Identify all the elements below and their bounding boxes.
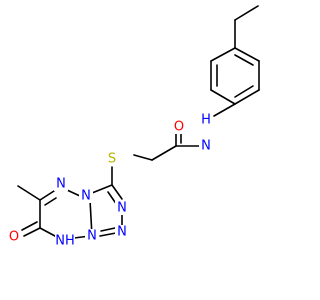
- bond-phenyl-inner-b: [234, 85, 254, 98]
- atom-s: S: [108, 152, 116, 167]
- atom-n-ring-4-bg: [54, 177, 68, 191]
- bond-triazole-c3-n4: [91, 184, 113, 194]
- atom-n-ring-4: N: [56, 177, 66, 192]
- bond-phenyl-inner-a: [234, 54, 254, 66]
- bond-ethyl-ch3-ch2: [234, 5, 259, 21]
- atom-n-ring-1: N: [81, 189, 91, 204]
- atoms-group: O N H S N N N N N NH O: [7, 113, 213, 249]
- bond-ring-n-amide: [213, 103, 236, 117]
- bond-triazole-n1-c8a-inner: [100, 227, 116, 232]
- bond-carbonyl-ch2: [151, 145, 177, 161]
- atom-o-ketone: O: [9, 230, 19, 245]
- atom-n-amide: N: [201, 139, 211, 154]
- atom-s-bg: [105, 151, 119, 166]
- bond-c7-o-a: [23, 227, 41, 237]
- atom-nh-ring: NH: [55, 234, 75, 249]
- bond-triazine-n5-c6-inner: [44, 197, 57, 206]
- bonds-group: [17, 5, 260, 239]
- bond-c6-methyl: [17, 185, 41, 201]
- bond-triazine-n4-n5: [66, 189, 81, 197]
- atom-n-ring-3: N: [117, 225, 127, 240]
- atom-o-carbonyl: O: [174, 120, 184, 135]
- bond-triazine-n5-c6: [39, 190, 55, 201]
- molecule-canvas: O N H S N N N N N NH O: [7, 5, 260, 249]
- atom-n-ring-5-bg: [85, 229, 99, 243]
- molecule-structure-diagram: O N H S N N N N N NH O: [7, 5, 260, 249]
- atom-o-ketone-bg: [7, 230, 21, 244]
- bond-ch2-s: [133, 154, 153, 161]
- bond-phenyl-6-1: [210, 47, 236, 62]
- atom-n-ring-2-bg: [115, 201, 129, 215]
- atom-n-amide-bg: [199, 139, 213, 153]
- bond-phenyl-4-5: [210, 89, 236, 105]
- atom-h-amide: H: [201, 113, 211, 128]
- atom-n-ring-1-bg: [79, 189, 93, 203]
- bond-phenyl-1-2: [234, 47, 260, 62]
- atom-n-ring-5: N: [87, 229, 97, 244]
- bond-triazole-n1-c8a: [99, 232, 117, 237]
- atom-o-carbonyl-bg: [172, 120, 186, 134]
- atom-n-ring-3-bg: [115, 225, 129, 239]
- atom-h-amide-bg: [200, 114, 212, 126]
- bond-c7-o-b: [21, 221, 38, 231]
- bond-triazine-c7-n8: [39, 227, 56, 237]
- bond-triazole-c3-n2: [111, 184, 123, 200]
- atom-nh-ring-bg: [55, 234, 75, 248]
- bond-phenyl-3-4: [234, 89, 260, 105]
- atom-n-ring-2: N: [117, 201, 127, 216]
